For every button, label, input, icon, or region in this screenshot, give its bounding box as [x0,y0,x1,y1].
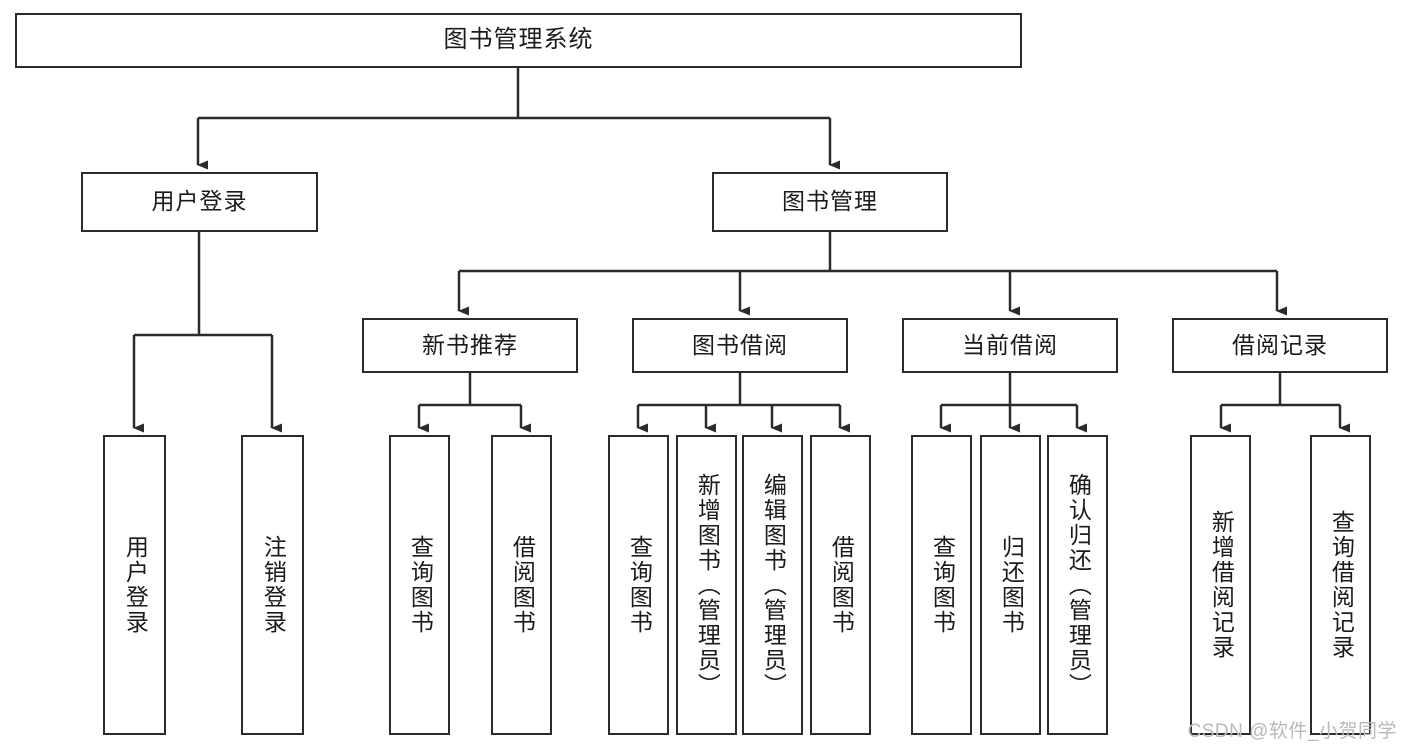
node-label: 新增图书（管理员） [694,472,721,698]
node-label: 注销登录 [260,535,287,635]
node-label: 查询借阅记录 [1328,510,1355,660]
node-new-book-recommend[interactable]: 新书推荐 [362,318,578,373]
node-label: 查询图书 [929,535,956,635]
node-label: 查询图书 [626,535,653,635]
node-label: 图书管理系统 [443,26,594,54]
node-label: 图书管理 [782,188,878,215]
leaf-borrow-book[interactable]: 借阅图书 [810,435,871,735]
node-label: 归还图书 [998,535,1025,635]
node-label: 借阅图书 [509,535,536,635]
leaf-query-book-recommend[interactable]: 查询图书 [389,435,450,735]
leaf-edit-book-admin[interactable]: 编辑图书（管理员） [742,435,803,735]
node-label: 当前借阅 [962,331,1058,358]
leaf-return-book[interactable]: 归还图书 [980,435,1041,735]
leaf-add-book-admin[interactable]: 新增图书（管理员） [676,435,737,735]
node-root-book-management-system[interactable]: 图书管理系统 [15,13,1022,68]
leaf-add-borrow-record[interactable]: 新增借阅记录 [1190,435,1251,735]
node-label: 图书借阅 [692,331,788,358]
watermark: CSDN @软件_小贺同学 [1187,721,1397,742]
leaf-query-book-borrow[interactable]: 查询图书 [608,435,669,735]
leaf-user-login[interactable]: 用户登录 [103,435,166,735]
leaf-borrow-book-recommend[interactable]: 借阅图书 [491,435,552,735]
node-label: 确认归还（管理员） [1065,472,1092,698]
node-label: 借阅记录 [1232,331,1328,358]
node-label: 借阅图书 [828,535,855,635]
leaf-query-book-current[interactable]: 查询图书 [911,435,972,735]
node-label: 用户登录 [151,188,248,215]
node-label: 编辑图书（管理员） [760,472,787,698]
node-label: 用户登录 [122,535,149,635]
node-label: 查询图书 [407,535,434,635]
node-user-login[interactable]: 用户登录 [81,172,318,232]
node-borrow-record[interactable]: 借阅记录 [1172,318,1388,373]
node-book-management[interactable]: 图书管理 [712,172,948,232]
node-book-borrow[interactable]: 图书借阅 [632,318,848,373]
node-label: 新书推荐 [422,331,518,358]
node-current-borrow[interactable]: 当前借阅 [902,318,1118,373]
leaf-query-borrow-record[interactable]: 查询借阅记录 [1310,435,1371,735]
leaf-logout[interactable]: 注销登录 [241,435,304,735]
leaf-confirm-return-admin[interactable]: 确认归还（管理员） [1047,435,1108,735]
node-label: 新增借阅记录 [1208,510,1235,660]
